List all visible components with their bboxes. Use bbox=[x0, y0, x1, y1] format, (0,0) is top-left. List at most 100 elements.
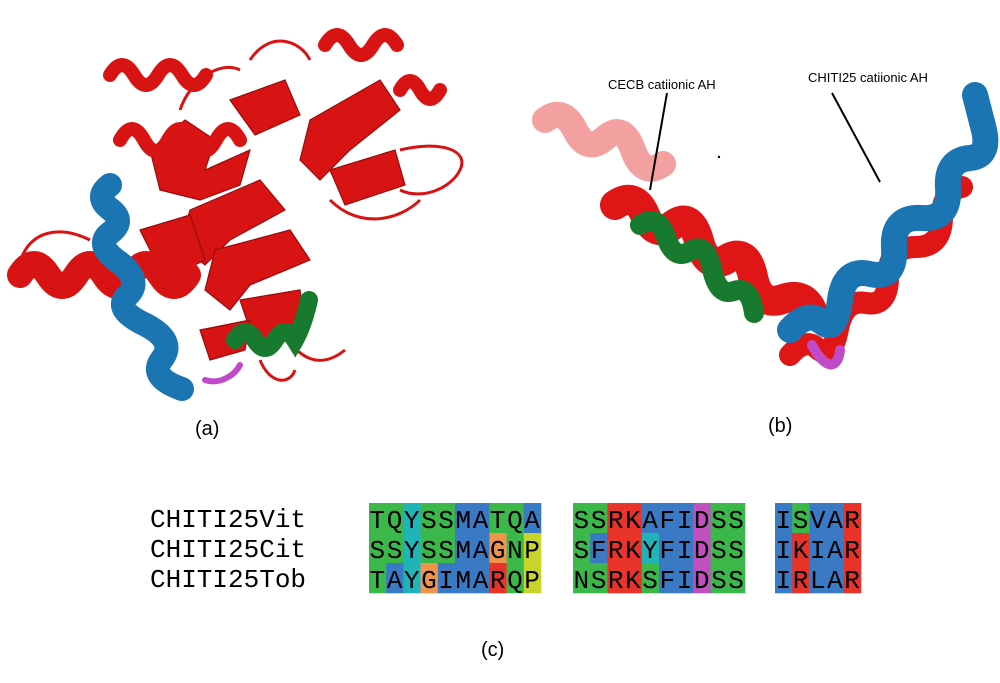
residue-cell bbox=[826, 563, 845, 594]
red-loops bbox=[18, 39, 464, 382]
residue-letter: R bbox=[844, 566, 860, 596]
cecb-annotation: CECB catiionic AH bbox=[608, 77, 716, 92]
residue-cell bbox=[641, 563, 660, 594]
residue-cell bbox=[590, 533, 608, 564]
residue-letter: A bbox=[473, 506, 489, 536]
residue-letter: I bbox=[776, 506, 792, 536]
residue-letter: A bbox=[827, 536, 843, 566]
residue-cell bbox=[693, 563, 711, 594]
residue-letter: Q bbox=[507, 506, 523, 536]
red-helix-left bbox=[7, 251, 201, 299]
residue-letter: S bbox=[574, 536, 590, 566]
residue-cell bbox=[573, 563, 591, 594]
residue-letter: S bbox=[370, 536, 386, 566]
residue-letter: R bbox=[608, 566, 624, 596]
panel-label-b: (b) bbox=[768, 415, 792, 437]
stray-dot bbox=[717, 155, 721, 159]
residue-letter: F bbox=[660, 566, 676, 596]
residue-letter: K bbox=[625, 536, 641, 566]
cecb-leader-line bbox=[649, 92, 668, 191]
sequence-name: CHITI25Vit bbox=[150, 505, 306, 535]
residue-letter: N bbox=[507, 536, 523, 566]
residue-cell bbox=[455, 563, 473, 594]
residue-cell bbox=[676, 533, 694, 564]
residue-cell bbox=[676, 503, 694, 534]
sequence-name: CHITI25Cit bbox=[150, 535, 306, 565]
residue-letter: T bbox=[370, 566, 386, 596]
residue-cell bbox=[624, 563, 643, 594]
residue-cell bbox=[659, 503, 677, 534]
residue-letter: K bbox=[625, 566, 641, 596]
blue-helix bbox=[90, 173, 194, 401]
residue-cell bbox=[403, 563, 421, 594]
residue-letter: M bbox=[456, 566, 472, 596]
residue-letter: S bbox=[591, 506, 607, 536]
residue-cell bbox=[641, 503, 660, 534]
residue-letter: S bbox=[574, 506, 590, 536]
residue-cell bbox=[843, 503, 862, 534]
residue-letter: S bbox=[711, 536, 727, 566]
residue-letter: K bbox=[793, 536, 809, 566]
residue-cell bbox=[826, 503, 845, 534]
magenta-loop-b bbox=[807, 340, 845, 370]
residue-letter: P bbox=[524, 566, 540, 596]
residue-cell bbox=[710, 563, 729, 594]
residue-cell bbox=[437, 503, 456, 534]
residue-cell bbox=[607, 563, 625, 594]
residue-letter: K bbox=[625, 506, 641, 536]
residue-cell bbox=[472, 503, 490, 534]
residue-cell bbox=[792, 563, 810, 594]
residue-letter: F bbox=[660, 536, 676, 566]
green-helix bbox=[226, 291, 318, 358]
residue-cell bbox=[369, 563, 387, 594]
residue-cell bbox=[437, 533, 456, 564]
residue-letter: S bbox=[728, 536, 744, 566]
residue-letter: S bbox=[728, 566, 744, 596]
residue-cell bbox=[523, 503, 542, 534]
residue-cell bbox=[727, 503, 746, 534]
chiti-leader-line bbox=[831, 92, 881, 183]
residue-cell bbox=[523, 563, 542, 594]
residue-cell bbox=[403, 503, 421, 534]
residue-letter: L bbox=[810, 566, 826, 596]
residue-cell bbox=[472, 563, 490, 594]
residue-letter: S bbox=[421, 536, 437, 566]
residue-letter: N bbox=[574, 566, 590, 596]
residue-cell bbox=[455, 503, 473, 534]
residue-letter: S bbox=[711, 566, 727, 596]
residue-letter: P bbox=[524, 536, 540, 566]
residue-cell bbox=[843, 533, 862, 564]
residue-cell bbox=[775, 563, 793, 594]
residue-letter: D bbox=[694, 566, 710, 596]
residue-letter: I bbox=[810, 536, 826, 566]
residue-letter: I bbox=[677, 566, 693, 596]
residue-letter: V bbox=[810, 506, 826, 536]
panel-label-c: (c) bbox=[481, 639, 504, 661]
red-helix-top bbox=[103, 28, 447, 158]
residue-letter: F bbox=[591, 536, 607, 566]
residue-cell bbox=[693, 533, 711, 564]
residue-cell bbox=[843, 563, 862, 594]
residue-cell bbox=[826, 533, 845, 564]
residue-cell bbox=[809, 563, 827, 594]
residue-letter: M bbox=[456, 536, 472, 566]
residue-letter: R bbox=[844, 536, 860, 566]
residue-cell bbox=[386, 533, 404, 564]
residue-cell bbox=[641, 533, 660, 564]
residue-cell bbox=[386, 503, 404, 534]
residue-cell bbox=[624, 533, 643, 564]
residue-letter: Y bbox=[404, 536, 420, 566]
residue-letter: R bbox=[608, 506, 624, 536]
residue-letter: I bbox=[776, 536, 792, 566]
residue-cell bbox=[506, 533, 525, 564]
residue-letter: S bbox=[642, 566, 658, 596]
residue-cell bbox=[573, 533, 591, 564]
residue-letter: S bbox=[387, 536, 403, 566]
residue-letter: M bbox=[456, 506, 472, 536]
residue-letter: R bbox=[608, 536, 624, 566]
residue-letter: Y bbox=[642, 536, 658, 566]
residue-letter: A bbox=[387, 566, 403, 596]
residue-letter: A bbox=[827, 566, 843, 596]
residue-cell bbox=[676, 563, 694, 594]
